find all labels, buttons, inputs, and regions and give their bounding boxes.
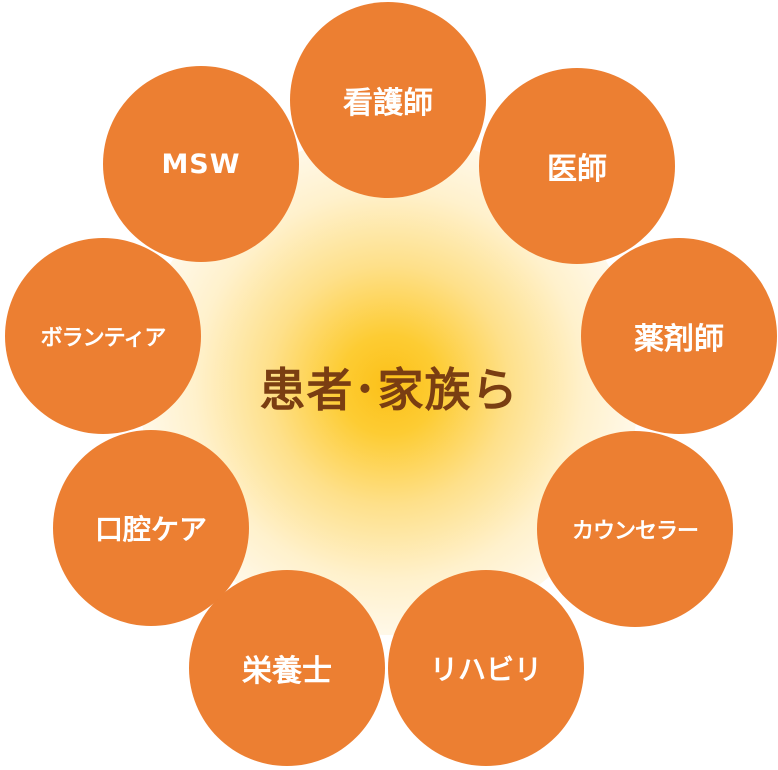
center-label: 患者･家族ら: [259, 363, 519, 417]
node-nurse: 看護師: [290, 2, 486, 198]
node-label-doctor: 医師: [547, 152, 607, 187]
node-label-nurse: 看護師: [343, 86, 433, 121]
node-oral-care: 口腔ケア: [53, 430, 249, 626]
node-volunteer: ボランティア: [5, 238, 201, 434]
node-doctor: 医師: [479, 68, 675, 264]
node-rehab: リハビリ: [388, 570, 584, 766]
node-counselor: カウンセラー: [537, 431, 733, 627]
node-label-pharmacist: 薬剤師: [634, 322, 724, 357]
node-pharmacist: 薬剤師: [581, 238, 777, 434]
node-label-rehab: リハビリ: [429, 653, 542, 686]
node-msw: MSW: [103, 66, 299, 262]
node-dietitian: 栄養士: [189, 570, 385, 766]
node-label-counselor: カウンセラー: [571, 519, 699, 544]
node-label-oral-care: 口腔ケア: [94, 513, 207, 546]
node-label-msw: MSW: [161, 148, 241, 180]
node-label-dietitian: 栄養士: [242, 654, 332, 689]
node-label-volunteer: ボランティア: [40, 326, 167, 351]
